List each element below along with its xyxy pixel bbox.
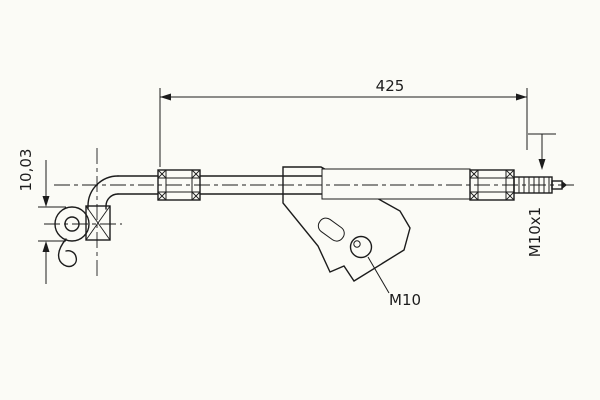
- dimension-thread: M10x1: [526, 133, 556, 257]
- crimp-collar-left: [157, 169, 201, 201]
- dimension-diameter: 10,03: [17, 149, 66, 284]
- diameter-dimension-text: 10,03: [17, 149, 35, 192]
- arrow-down-icon: [42, 196, 50, 207]
- leader-line: [367, 256, 390, 294]
- length-dimension-text: 425: [376, 77, 405, 95]
- banjo-fitting: [54, 205, 111, 268]
- hole-callout: M10: [367, 256, 421, 309]
- centerlines: [44, 148, 578, 278]
- bracket-bolt-hole: [349, 235, 373, 259]
- hose-elbow: [87, 175, 119, 210]
- hose-body: [117, 175, 323, 195]
- banjo-tab: [57, 238, 78, 268]
- bracket-slot-hole: [317, 217, 345, 242]
- dimension-length: 425: [159, 77, 528, 167]
- bellows-sleeve: [321, 168, 471, 200]
- thread-dimension-text: M10x1: [526, 207, 544, 257]
- arrow-down-icon: [538, 159, 546, 170]
- hole-label-text: M10: [389, 291, 421, 309]
- arrow-up-icon: [42, 241, 50, 252]
- arrow-left-icon: [160, 93, 171, 101]
- arrow-right-icon: [516, 93, 527, 101]
